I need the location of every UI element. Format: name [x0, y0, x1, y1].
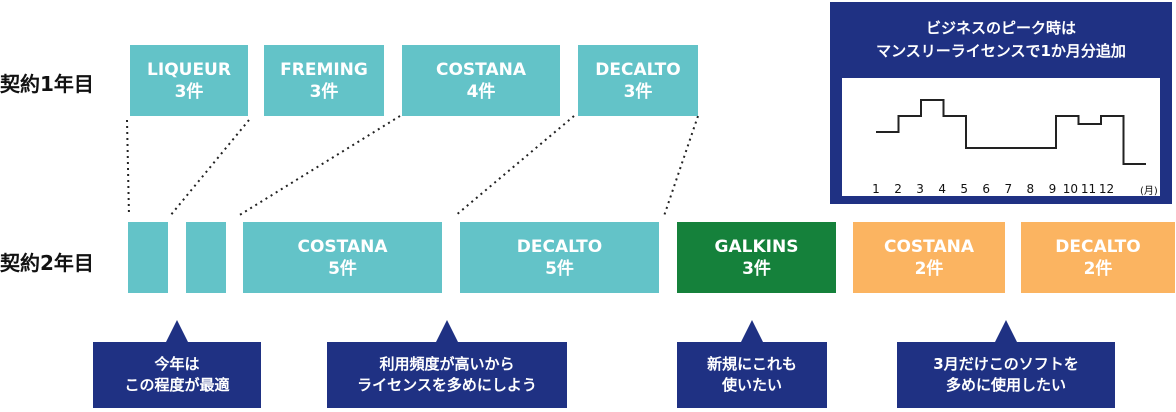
- callout-new-software: 新規にこれも 使いたい: [677, 320, 827, 408]
- box-name: FREMING: [280, 59, 368, 80]
- box-name: DECALTO: [516, 236, 603, 257]
- callout-optimal: 今年は この程度が最適: [93, 320, 261, 408]
- connector-line: [169, 119, 250, 217]
- callout-line: 3月だけこのソフトを: [933, 355, 1079, 373]
- year1-box-decalto: DECALTO 3件: [578, 45, 698, 116]
- month-tick-label: 8: [1026, 182, 1035, 196]
- box-count: 3件: [623, 81, 653, 102]
- box-count: 3件: [742, 258, 771, 279]
- box-count: 2件: [1083, 258, 1113, 279]
- callout-line: ライセンスを多めにしよう: [357, 376, 537, 394]
- panel-title-line: マンスリーライセンスで1か月分追加: [876, 42, 1126, 60]
- month-tick-label: 1: [872, 182, 880, 196]
- year2-box-blank-2: [186, 222, 226, 293]
- callout-line: 新規にこれも: [707, 355, 797, 373]
- callout-line: 多めに使用したい: [945, 376, 1066, 394]
- box-name: LIQUEUR: [147, 59, 231, 80]
- month-tick-label: 9: [1048, 182, 1057, 196]
- callout-line: 使いたい: [721, 376, 782, 394]
- month-tick-label: 3: [916, 182, 924, 196]
- row-label-year1: 契約1年目: [0, 72, 94, 96]
- box-count: 3件: [174, 81, 204, 102]
- month-tick-label: 7: [1004, 182, 1013, 196]
- connector-line: [663, 115, 699, 217]
- box-count: 3件: [309, 81, 339, 102]
- year2-box-decalto: DECALTO 5件: [460, 222, 659, 293]
- year1-box-liqueur: LIQUEUR 3件: [130, 45, 248, 116]
- x-axis-unit: (月): [1140, 186, 1158, 197]
- callout-line: この程度が最適: [124, 376, 230, 394]
- month-tick-label: 5: [960, 182, 968, 196]
- year2-box-costana-monthly: COSTANA 2件: [853, 222, 1005, 293]
- year2-box-decalto-monthly: DECALTO 2件: [1021, 222, 1175, 293]
- callout-line: 今年は: [154, 355, 200, 373]
- box-count: 2件: [914, 258, 944, 279]
- connector-line: [454, 115, 575, 217]
- year1-box-freming: FREMING 3件: [264, 45, 384, 116]
- panel-title: ビジネスのピーク時は マンスリーライセンスで1か月分追加: [830, 2, 1172, 78]
- box-name: DECALTO: [595, 59, 681, 80]
- month-tick-label: 12: [1098, 182, 1115, 196]
- month-tick-label: 10: [1062, 182, 1079, 196]
- box-count: 5件: [328, 258, 357, 279]
- month-tick-label: 11: [1080, 182, 1097, 196]
- month-tick-label: 6: [982, 182, 991, 196]
- connector-line: [126, 119, 130, 217]
- callout-march-only: 3月だけこのソフトを 多めに使用したい: [897, 320, 1115, 408]
- row-label-year2: 契約2年目: [0, 251, 94, 275]
- usage-step-line: [876, 99, 1146, 165]
- box-name: DECALTO: [1055, 236, 1141, 257]
- box-name: GALKINS: [714, 236, 799, 257]
- panel-title-line: ビジネスのピーク時は: [925, 19, 1076, 37]
- year2-box-costana: COSTANA 5件: [243, 222, 442, 293]
- box-count: 5件: [545, 258, 574, 279]
- year2-box-blank-1: [128, 222, 168, 293]
- callout-more-licenses: 利用頻度が高いから ライセンスを多めにしよう: [327, 320, 567, 408]
- box-name: COSTANA: [297, 236, 388, 257]
- year1-box-costana: COSTANA 4件: [402, 45, 560, 116]
- connector-line: [237, 115, 401, 217]
- month-tick-label: 4: [938, 182, 946, 196]
- box-name: COSTANA: [436, 59, 526, 80]
- box-name: COSTANA: [884, 236, 974, 257]
- year2-box-galkins: GALKINS 3件: [677, 222, 836, 293]
- usage-series-line: [876, 99, 1146, 165]
- month-tick-label: 2: [894, 182, 902, 196]
- box-count: 4件: [466, 81, 496, 102]
- callout-line: 利用頻度が高いから: [379, 355, 515, 373]
